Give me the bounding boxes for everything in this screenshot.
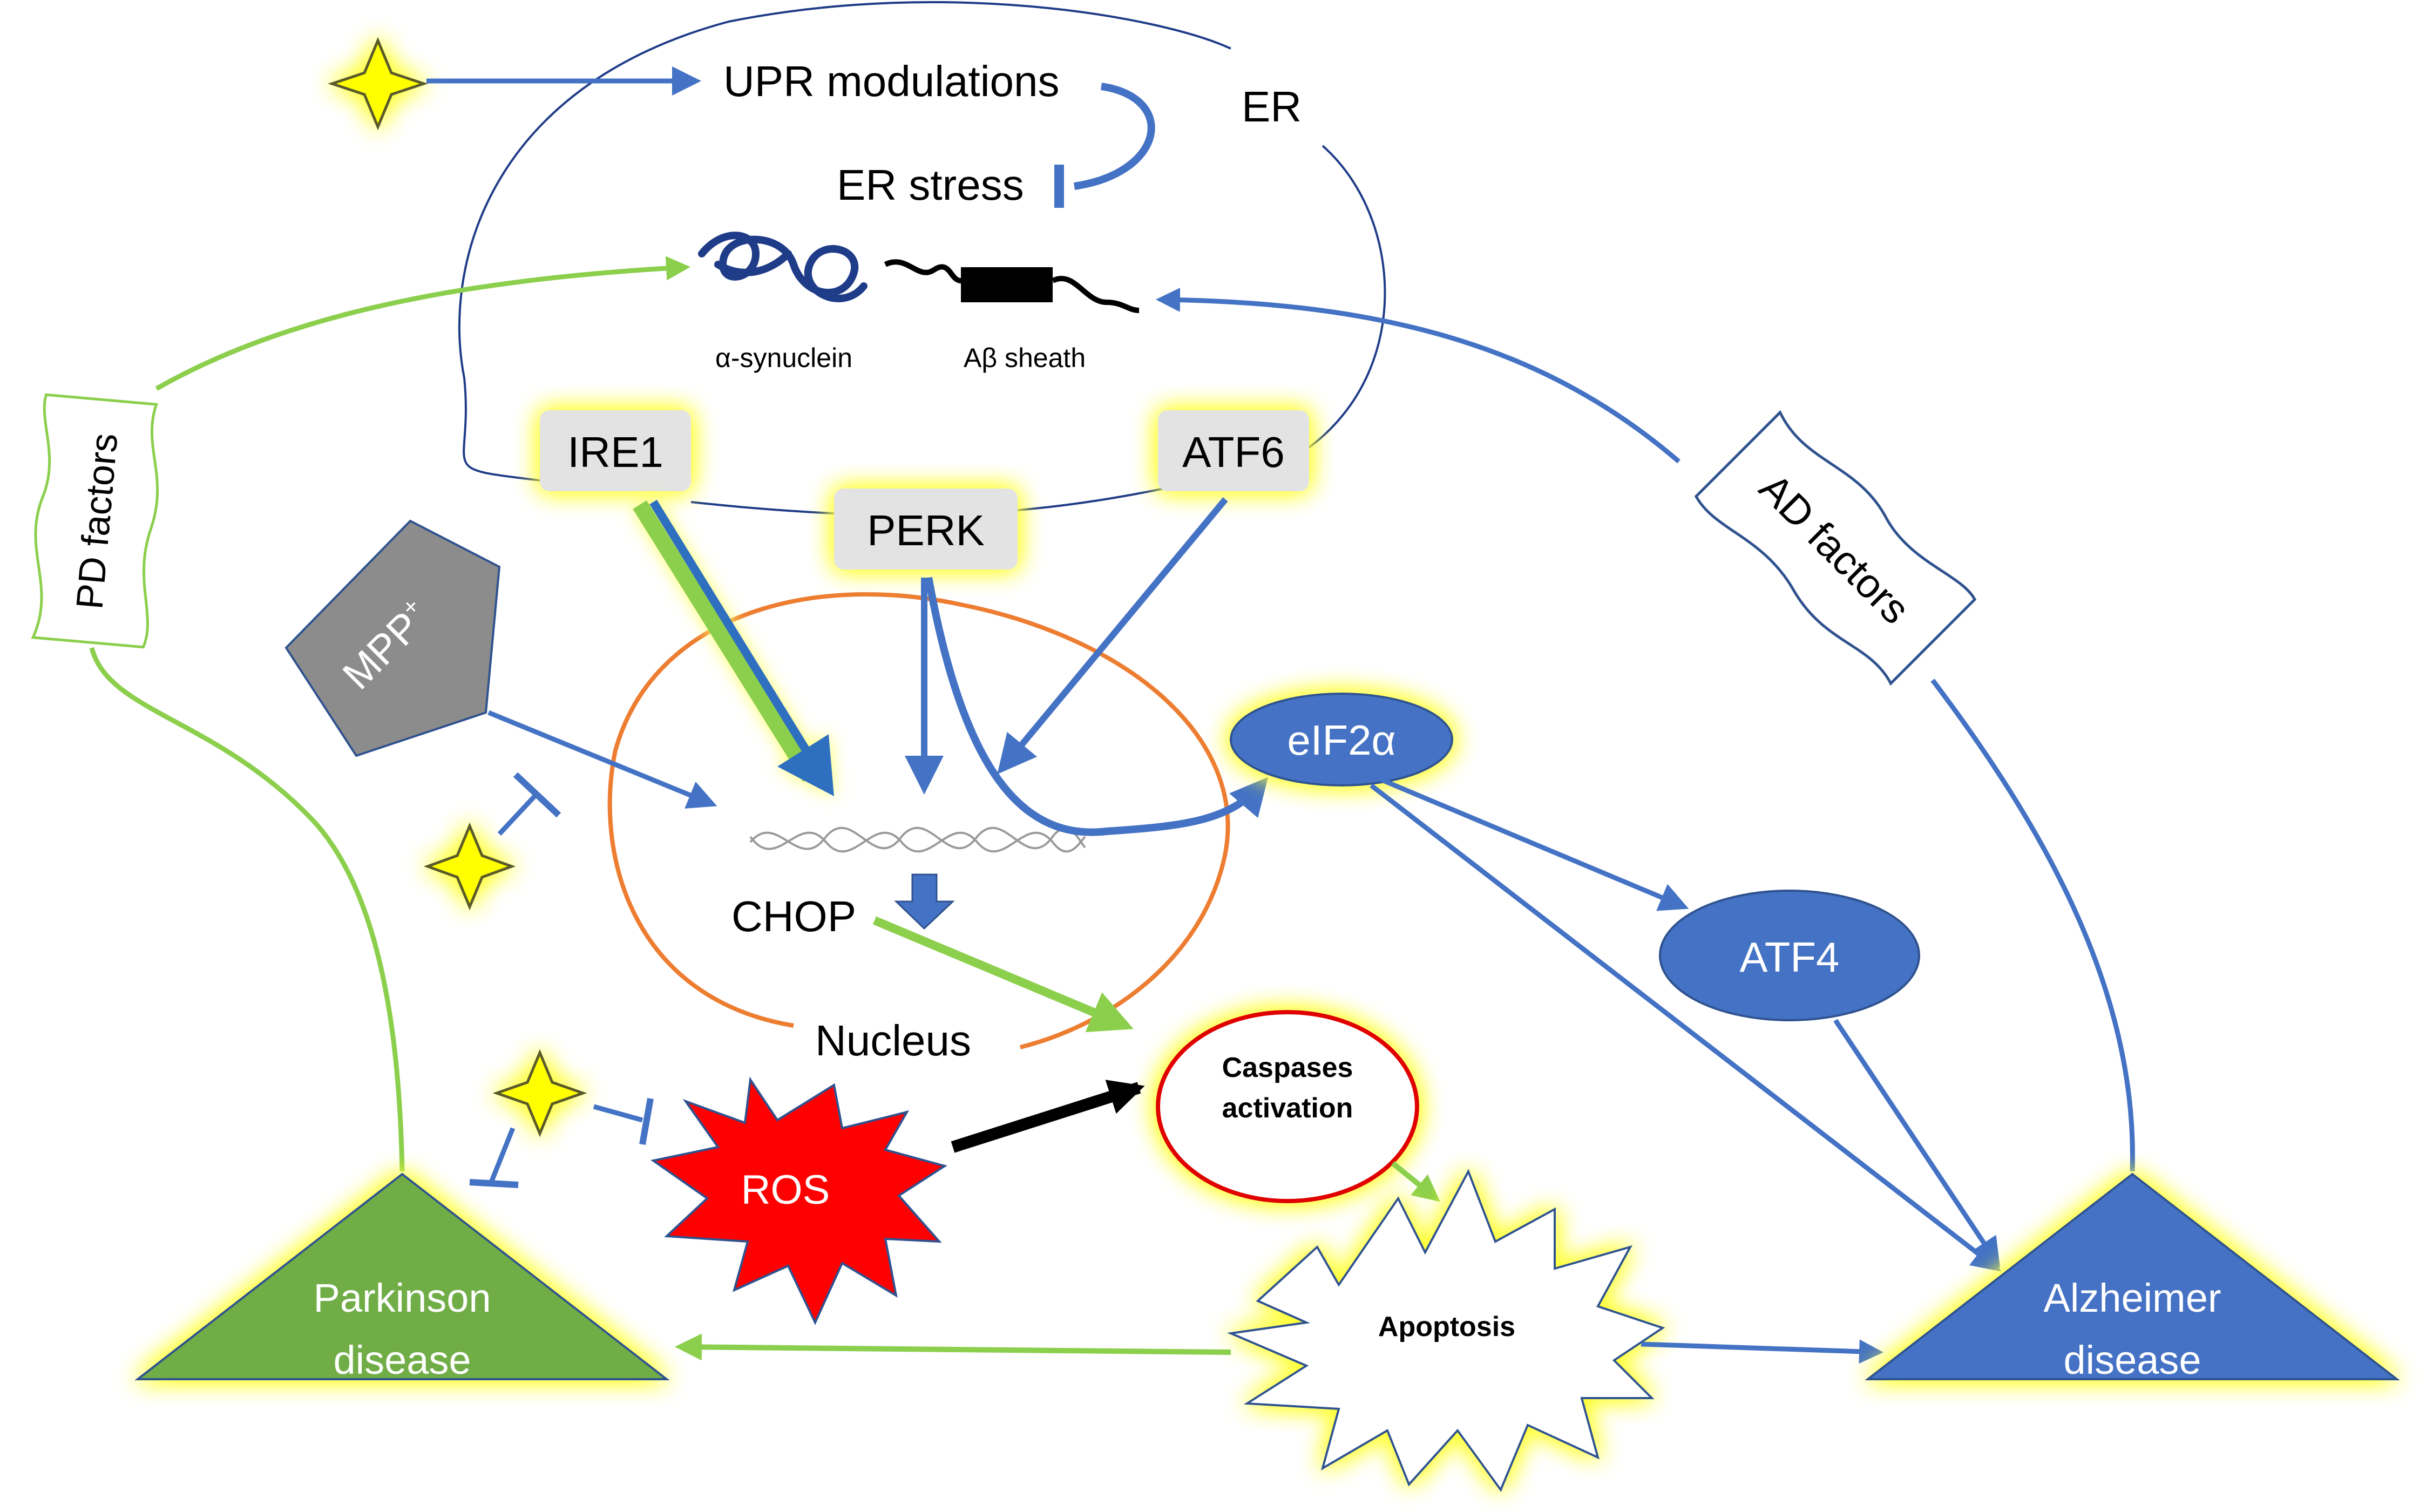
ros-label: ROS bbox=[741, 1167, 830, 1213]
apoptosis-label: Apoptosis bbox=[1378, 1311, 1515, 1343]
dna-to-chop-arrow bbox=[894, 873, 955, 930]
nucleus-membrane bbox=[607, 592, 1230, 1049]
alpha-synuclein-icon bbox=[698, 232, 868, 302]
nucleus-label: Nucleus bbox=[815, 1016, 971, 1064]
perk-box bbox=[834, 489, 1018, 569]
pd-to-synuclein-arrow bbox=[155, 256, 690, 391]
ire1-to-dna-arrow bbox=[633, 499, 834, 796]
parkinson-disease-node bbox=[134, 1172, 670, 1380]
parkinson-to-pd-link bbox=[89, 647, 405, 1172]
ire1-label: IRE1 bbox=[567, 428, 663, 476]
perk-to-eif2a-arrow bbox=[925, 577, 1269, 836]
caspases-to-apoptosis-arrow bbox=[1391, 1161, 1440, 1202]
star-ros-icon bbox=[492, 1049, 587, 1137]
alzheimer-disease-node bbox=[1865, 1172, 2400, 1380]
atf6-label: ATF6 bbox=[1182, 428, 1285, 476]
star-mpp-icon bbox=[423, 822, 516, 911]
abeta-sheath-icon bbox=[884, 259, 1140, 313]
star-inhibits-ros bbox=[593, 1104, 643, 1123]
atf4-to-alzheimer-arrow bbox=[1833, 1019, 2000, 1267]
ad-to-abeta-arrow bbox=[1156, 287, 1680, 464]
eif2a-to-alzheimer-arrow bbox=[1370, 783, 2002, 1272]
eif2a-node bbox=[1230, 693, 1453, 786]
ad-factors-banner bbox=[1694, 410, 1977, 686]
atf4-node bbox=[1659, 890, 1920, 1021]
star-inhibits-mpp bbox=[497, 791, 539, 836]
parkinson-label-line2: disease bbox=[333, 1338, 471, 1382]
dna-helix-icon bbox=[749, 826, 1086, 853]
ire1-box bbox=[540, 410, 691, 491]
apoptosis-to-parkinson-arrow bbox=[675, 1333, 1231, 1361]
ros-burst bbox=[650, 1076, 947, 1325]
caspases-label-line2: activation bbox=[1222, 1093, 1353, 1124]
atf6-box bbox=[1158, 410, 1309, 491]
eif2a-label: eIF2α bbox=[1287, 716, 1395, 764]
perk-label: PERK bbox=[867, 506, 985, 554]
alzheimer-label-line1: Alzheimer bbox=[2044, 1276, 2221, 1320]
alpha-synuclein-label: α-synuclein bbox=[715, 343, 852, 373]
er-stress-label: ER stress bbox=[837, 161, 1024, 209]
apoptosis-burst bbox=[1226, 1169, 1665, 1493]
alzheimer-label-line2: disease bbox=[2063, 1338, 2201, 1382]
mpp-plus-shape bbox=[284, 519, 501, 757]
mpp-to-dna-arrow bbox=[487, 710, 717, 809]
star-inhibits-parkinson bbox=[489, 1127, 516, 1183]
chop-to-caspases-arrow bbox=[872, 916, 1134, 1033]
eif2a-to-atf4-arrow bbox=[1381, 777, 1689, 911]
er-label: ER bbox=[1242, 83, 1302, 131]
atf6-to-dna-arrow bbox=[997, 497, 1228, 775]
parkinson-label-line1: Parkinson bbox=[313, 1276, 491, 1320]
upr-modulations-label: UPR modulations bbox=[723, 57, 1060, 105]
pd-factors-banner bbox=[31, 393, 159, 649]
atf4-label: ATF4 bbox=[1740, 933, 1840, 981]
star-upr-icon bbox=[328, 37, 428, 131]
ros-inhibit-bar bbox=[639, 1097, 654, 1145]
caspases-label-line1: Caspases bbox=[1222, 1052, 1353, 1083]
chop-label: CHOP bbox=[731, 892, 856, 940]
upr-inhibits-stress bbox=[1073, 83, 1155, 190]
mpp-inhibit-bar bbox=[513, 772, 561, 818]
caspases-node bbox=[1156, 1010, 1419, 1203]
apoptosis-to-alzheimer-arrow bbox=[1641, 1339, 1883, 1364]
ad-factors-to-alzheimer-link bbox=[1930, 679, 2135, 1172]
ros-to-caspases-arrow bbox=[951, 1080, 1145, 1153]
parkinson-inhibit-bar bbox=[469, 1179, 519, 1188]
abeta-sheath-label: Aβ sheath bbox=[964, 343, 1086, 373]
